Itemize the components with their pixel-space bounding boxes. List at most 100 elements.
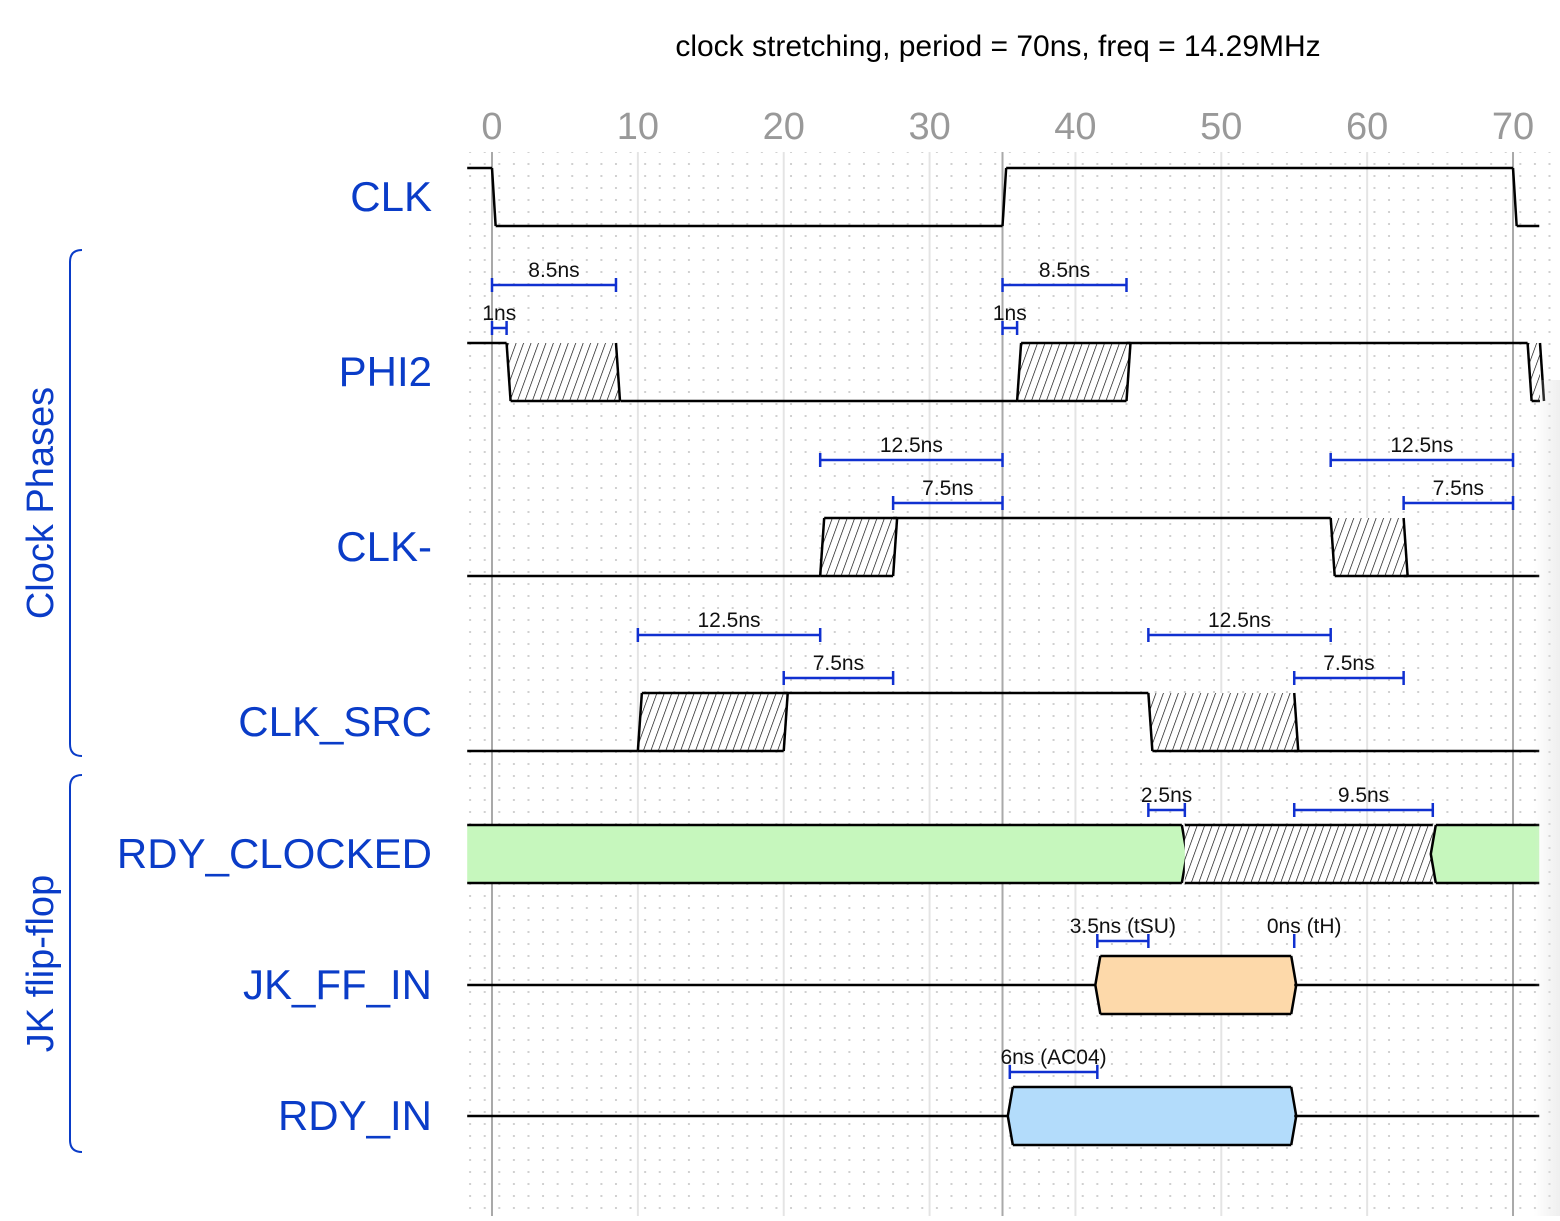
- waveform-clk-: [467, 516, 1540, 578]
- signal-label-jk_ff_in: JK_FF_IN: [243, 961, 432, 1008]
- measure-clk_src: 12.5ns: [636, 609, 822, 642]
- measure-label: 12.5ns: [880, 434, 943, 457]
- measure-jk_ff_in: 3.5ns (tSU): [1070, 915, 1176, 948]
- transition-edge: [818, 517, 826, 577]
- timing-measures: 8.5ns 1ns 8.5ns 1ns 12.5ns 7.5ns 12.5ns 7.5ns 12…: [482, 259, 1515, 1079]
- transition-edge: [782, 692, 789, 752]
- tick-label: 0: [481, 106, 502, 148]
- measure-rdy_clocked: 9.5ns: [1292, 784, 1435, 817]
- transition-edge: [505, 342, 512, 402]
- tick-label: 20: [763, 106, 805, 148]
- waveforms: [467, 166, 1546, 1147]
- measure-clk_src: 12.5ns: [1147, 609, 1332, 642]
- measure-clk-: 12.5ns: [818, 434, 1004, 467]
- measure-phi2: 8.5ns: [1001, 259, 1128, 292]
- signal-label-rdy_in: RDY_IN: [278, 1092, 432, 1139]
- data-region: [1007, 1087, 1297, 1145]
- signal-edge: [490, 167, 497, 227]
- data-border: [1094, 955, 1102, 1015]
- waveform-clk_src: [467, 691, 1540, 753]
- measure-clk-: 7.5ns: [891, 477, 1004, 510]
- group-bracket-0: Clock Phases: [20, 249, 83, 757]
- group-label: JK flip-flop: [20, 875, 62, 1052]
- measure-phi2: 1ns: [993, 302, 1027, 335]
- signal-groups: Clock Phases JK flip-flop: [20, 249, 83, 1153]
- measure-label: 7.5ns: [1323, 652, 1374, 675]
- signal-edge: [1001, 167, 1008, 227]
- measure-label: 8.5ns: [528, 259, 579, 282]
- transition-hatch: [1148, 693, 1299, 751]
- measure-label: 8.5ns: [1039, 259, 1090, 282]
- measure-label: 9.5ns: [1338, 784, 1389, 807]
- measure-label: 1ns: [993, 302, 1027, 325]
- time-grid: [462, 152, 1560, 1216]
- transition-hatch: [637, 693, 788, 751]
- tick-label: 40: [1054, 106, 1096, 148]
- transition-edge: [891, 517, 899, 577]
- transition-edge: [1526, 342, 1533, 402]
- transition-edge: [1147, 692, 1154, 752]
- measure-phi2: 1ns: [482, 302, 516, 335]
- data-border: [1006, 1086, 1015, 1146]
- signal-edge: [1511, 167, 1518, 227]
- transition-edge: [1329, 517, 1336, 577]
- tick-label: 60: [1346, 106, 1388, 148]
- transition-edge: [1015, 342, 1023, 402]
- signal-label-clk-: CLK-: [336, 523, 432, 570]
- measure-clk-: 7.5ns: [1402, 477, 1515, 510]
- transition-hatch: [506, 343, 620, 401]
- measure-label: 7.5ns: [1433, 477, 1484, 500]
- diagram-title: clock stretching, period = 70ns, freq = …: [675, 30, 1320, 63]
- tick-label: 70: [1492, 106, 1534, 148]
- measure-label: 12.5ns: [1208, 609, 1271, 632]
- transition-edge: [1125, 342, 1132, 402]
- tick-label: 10: [617, 106, 659, 148]
- measure-label: 6ns (AC04): [1000, 1046, 1106, 1069]
- measure-rdy_in: 6ns (AC04): [1000, 1046, 1107, 1079]
- waveform-clk: [467, 166, 1540, 228]
- transition-edge: [1402, 517, 1409, 577]
- transition-edge: [1292, 692, 1300, 752]
- measure-label: 0ns (tH): [1267, 915, 1342, 938]
- measure-clk_src: 7.5ns: [1292, 652, 1405, 685]
- signal-label-clk: CLK: [350, 173, 432, 220]
- measure-label: 7.5ns: [813, 652, 864, 675]
- transition-hatch: [820, 518, 898, 576]
- tick-label: 50: [1200, 106, 1242, 148]
- tick-label: 30: [908, 106, 950, 148]
- signal-label-rdy_clocked: RDY_CLOCKED: [117, 830, 432, 877]
- measure-label: 1ns: [482, 302, 516, 325]
- measure-clk_src: 7.5ns: [782, 652, 895, 685]
- data-region: [467, 825, 1187, 883]
- transition-edge: [614, 342, 622, 402]
- waveform-rdy_clocked: [467, 823, 1540, 885]
- measure-label: 7.5ns: [922, 477, 973, 500]
- transition-hatch: [1330, 518, 1408, 576]
- measure-phi2: 8.5ns: [490, 259, 618, 292]
- measure-label: 12.5ns: [1390, 434, 1453, 457]
- measure-label: 12.5ns: [697, 609, 760, 632]
- transition-hatch: [1017, 343, 1131, 401]
- group-label: Clock Phases: [20, 387, 62, 619]
- waveform-phi2: [467, 341, 1546, 403]
- measure-label: 3.5ns (tSU): [1070, 915, 1176, 938]
- measure-rdy_clocked: 2.5ns: [1141, 784, 1192, 817]
- transition-hatch: [1184, 825, 1433, 883]
- bracket-icon: [69, 774, 83, 1153]
- group-bracket-1: JK flip-flop: [20, 774, 83, 1153]
- measure-label: 2.5ns: [1141, 784, 1192, 807]
- dot-grid: [462, 152, 1560, 1216]
- measure-jk_ff_in: 0ns (tH): [1267, 915, 1342, 948]
- bracket-icon: [69, 249, 83, 757]
- waveform-rdy_in: [467, 1085, 1540, 1147]
- signal-label-clk_src: CLK_SRC: [238, 698, 432, 745]
- data-border: [1429, 824, 1438, 884]
- data-region: [1430, 825, 1540, 883]
- data-region: [1095, 956, 1297, 1014]
- waveform-jk_ff_in: [467, 954, 1540, 1016]
- measure-clk-: 12.5ns: [1329, 434, 1515, 467]
- signal-label-phi2: PHI2: [339, 348, 432, 395]
- time-axis-ticks: 0 10 20 30 40 50 60 70: [481, 106, 1534, 148]
